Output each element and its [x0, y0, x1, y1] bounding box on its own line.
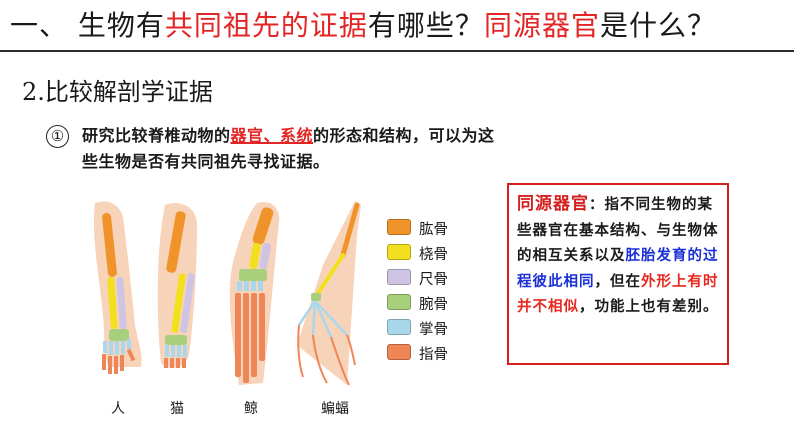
- legend-label: 肱骨: [419, 222, 448, 238]
- legend-swatch: [387, 319, 411, 335]
- legend-label: 指骨: [419, 347, 448, 363]
- point-paragraph: 研究比较脊椎动物的器官、系统的形态和结构，可以为这 些生物是否有共同祖先寻找证据…: [82, 123, 495, 175]
- definition-term: 同源器官: [517, 194, 589, 214]
- appearance-highlight: 外形上有时并不相似: [517, 272, 719, 316]
- point-line-1: 研究比较脊椎动物的器官、系统的形态和结构，可以为这: [82, 126, 495, 145]
- legend-swatch: [387, 344, 411, 360]
- section-title: 比较解剖学证据: [44, 78, 213, 106]
- caption-cat: 猫: [170, 401, 184, 417]
- caption-whale: 鲸: [244, 401, 258, 417]
- caption-human: 人: [111, 401, 125, 417]
- embryo-development-highlight: 胚胎发育的过程彼此相同: [517, 247, 719, 290]
- legend-swatch: [387, 219, 411, 235]
- title-highlight-evidence: 共同祖先的证据: [164, 9, 368, 42]
- legend-swatch: [387, 269, 411, 285]
- title-divider: [0, 50, 794, 52]
- bat-wing-illustration: [297, 201, 361, 386]
- legend-label: 桡骨: [419, 247, 448, 263]
- title-mid: 有哪些？: [367, 9, 484, 42]
- organs-systems-highlight: 器官、系统: [230, 126, 314, 145]
- caption-bat: 蝙蝠: [321, 401, 349, 417]
- section-heading: 2.比较解剖学证据: [22, 72, 213, 107]
- legend-swatch: [387, 244, 411, 260]
- title-highlight-homologous: 同源器官: [483, 9, 600, 42]
- point-marker: ①: [46, 125, 69, 148]
- forelimb-skeleton-figure: [93, 201, 361, 386]
- legend-swatch: [387, 294, 411, 310]
- cat-leg-illustration: [157, 203, 197, 368]
- point-line-2: 些生物是否有共同祖先寻找证据。: [82, 152, 330, 171]
- definition-box: [507, 183, 729, 365]
- title-prefix: 一、 生物有: [10, 9, 165, 42]
- title-suffix: 是什么？: [599, 9, 716, 42]
- legend-label: 掌骨: [419, 322, 448, 338]
- page-title: 一、 生物有共同祖先的证据有哪些？同源器官是什么？: [10, 4, 716, 44]
- legend-label: 尺骨: [419, 272, 448, 288]
- legend-label: 腕骨: [419, 297, 448, 313]
- definition-text: 同源器官：指不同生物的某些器官在基本结构、与生物体的相互关系以及胚胎发育的过程彼…: [517, 194, 719, 316]
- section-number: 2.: [22, 78, 45, 106]
- human-arm-illustration: [93, 201, 142, 374]
- whale-flipper-illustration: [229, 201, 280, 385]
